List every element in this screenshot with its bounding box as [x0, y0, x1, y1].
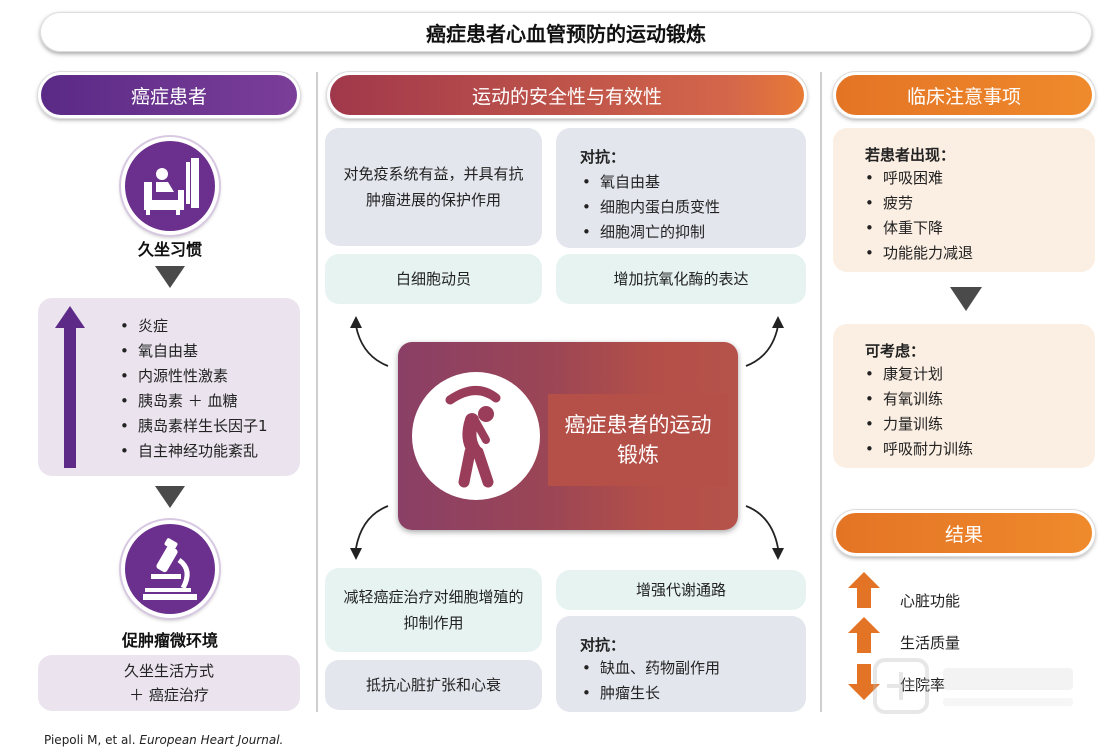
- wbc-mobilization-box: 白细胞动员: [325, 254, 542, 304]
- list-item: 功能能力减退: [861, 241, 973, 266]
- list-item: 内源性性激素: [116, 364, 268, 389]
- list-item: 肿瘤生长: [578, 681, 720, 706]
- consider-title: 可考虑：: [865, 342, 926, 360]
- column-divider-left: [316, 72, 318, 712]
- sedentary-label: 久坐习惯: [137, 240, 202, 259]
- decrease-arrow-icon: [848, 664, 880, 700]
- column-divider-right: [820, 72, 822, 712]
- microenvironment-label: 促肿瘤微环境: [121, 631, 218, 650]
- consider-list: 康复计划 有氧训练 力量训练 呼吸耐力训练: [861, 362, 973, 462]
- curved-arrow-down-left-icon: [350, 505, 389, 560]
- center-exercise-panel: 癌症患者的运动锻炼: [398, 342, 738, 530]
- counter-bottom-title: 对抗：: [580, 636, 626, 654]
- result-hospitalization: 住院率: [900, 676, 946, 694]
- citation: Piepoli M, et al. European Heart Journal…: [44, 733, 283, 747]
- result-quality-of-life: 生活质量: [900, 634, 961, 652]
- header-clinical-notes: 临床注意事项: [832, 71, 1096, 119]
- list-item: 自主神经功能紊乱: [116, 439, 268, 464]
- symptoms-box: 若患者出现： 呼吸困难 疲劳 体重下降 功能能力减退: [833, 128, 1095, 272]
- counter-top-box: 对抗： 氧自由基 细胞内蛋白质变性 细胞凋亡的抑制: [556, 128, 806, 248]
- list-item: 细胞凋亡的抑制: [578, 220, 720, 245]
- list-item: 呼吸耐力训练: [861, 437, 973, 462]
- watermark-logo-icon: [873, 658, 1073, 714]
- increase-arrow-icon: [848, 572, 880, 608]
- cardiac-box: 抵抗心脏扩张和心衰: [325, 660, 542, 710]
- list-item: 炎症: [116, 314, 268, 339]
- list-item: 康复计划: [861, 362, 973, 387]
- lifestyle-line: 久坐生活方式: [123, 662, 214, 680]
- risk-factor-box: 炎症 氧自由基 内源性性激素 胰岛素 ＋ 血糖 胰岛素样生长因子1 自主神经功能…: [38, 298, 300, 476]
- list-item: 细胞内蛋白质变性: [578, 195, 720, 220]
- symptoms-list: 呼吸困难 疲劳 体重下降 功能能力减退: [861, 166, 973, 266]
- treatment-line: ＋ 癌症治疗: [129, 686, 209, 704]
- risk-factor-list: 炎症 氧自由基 内源性性激素 胰岛素 ＋ 血糖 胰岛素样生长因子1 自主神经功能…: [116, 314, 268, 464]
- curved-arrow-up-right-icon: [745, 316, 784, 367]
- list-item: 胰岛素样生长因子1: [116, 414, 268, 439]
- list-item: 力量训练: [861, 412, 973, 437]
- sedentary-icon: [121, 137, 219, 235]
- citation-authors: Piepoli M, et al.: [44, 733, 136, 747]
- citation-journal: European Heart Journal.: [139, 733, 284, 747]
- header-safety-efficacy: 运动的安全性与有效性: [326, 71, 808, 119]
- list-item: 有氧训练: [861, 387, 973, 412]
- arrow-down-icon: [155, 266, 185, 288]
- antioxidant-box: 增加抗氧化酶的表达: [556, 254, 806, 304]
- increase-arrow-icon: [55, 306, 85, 468]
- list-item: 疲劳: [861, 191, 973, 216]
- header-cancer-patients: 癌症患者: [37, 71, 301, 119]
- counter-bottom-box: 对抗： 缺血、药物副作用 肿瘤生长: [556, 616, 806, 712]
- microscope-icon: [143, 538, 197, 600]
- microenvironment-icon: [121, 520, 219, 618]
- counter-top-list: 氧自由基 细胞内蛋白质变性 细胞凋亡的抑制: [578, 170, 720, 245]
- counter-top-title: 对抗：: [580, 148, 626, 166]
- stretching-person-icon: [445, 386, 501, 488]
- list-item: 缺血、药物副作用: [578, 656, 720, 681]
- list-item: 氧自由基: [578, 170, 720, 195]
- increase-arrow-icon: [848, 617, 880, 653]
- metabolic-box: 增强代谢通路: [556, 570, 806, 610]
- consider-box: 可考虑： 康复计划 有氧训练 力量训练 呼吸耐力训练: [833, 324, 1095, 468]
- list-item: 氧自由基: [116, 339, 268, 364]
- curved-arrow-up-left-icon: [350, 316, 389, 367]
- armchair-tv-icon: [144, 158, 199, 215]
- page-title: 癌症患者心血管预防的运动锻炼: [40, 12, 1092, 52]
- header-results: 结果: [832, 509, 1096, 557]
- arrow-down-icon: [950, 287, 982, 311]
- list-item: 呼吸困难: [861, 166, 973, 191]
- list-item: 体重下降: [861, 216, 973, 241]
- exercise-icon-circle: [412, 372, 540, 500]
- symptoms-title: 若患者出现：: [865, 146, 956, 164]
- center-label: 癌症患者的运动锻炼: [548, 394, 728, 486]
- reduce-suppression-box: 减轻癌症治疗对细胞增殖的抑制作用: [325, 568, 542, 652]
- immune-benefit-box: 对免疫系统有益，并具有抗肿瘤进展的保护作用: [325, 128, 542, 246]
- counter-bottom-list: 缺血、药物副作用 肿瘤生长: [578, 656, 720, 706]
- result-cardiac-function: 心脏功能: [900, 592, 961, 610]
- lifestyle-box: 久坐生活方式 ＋ 癌症治疗: [38, 655, 300, 711]
- curved-arrow-down-right-icon: [745, 505, 784, 560]
- arrow-down-icon: [155, 486, 185, 508]
- list-item: 胰岛素 ＋ 血糖: [116, 389, 268, 414]
